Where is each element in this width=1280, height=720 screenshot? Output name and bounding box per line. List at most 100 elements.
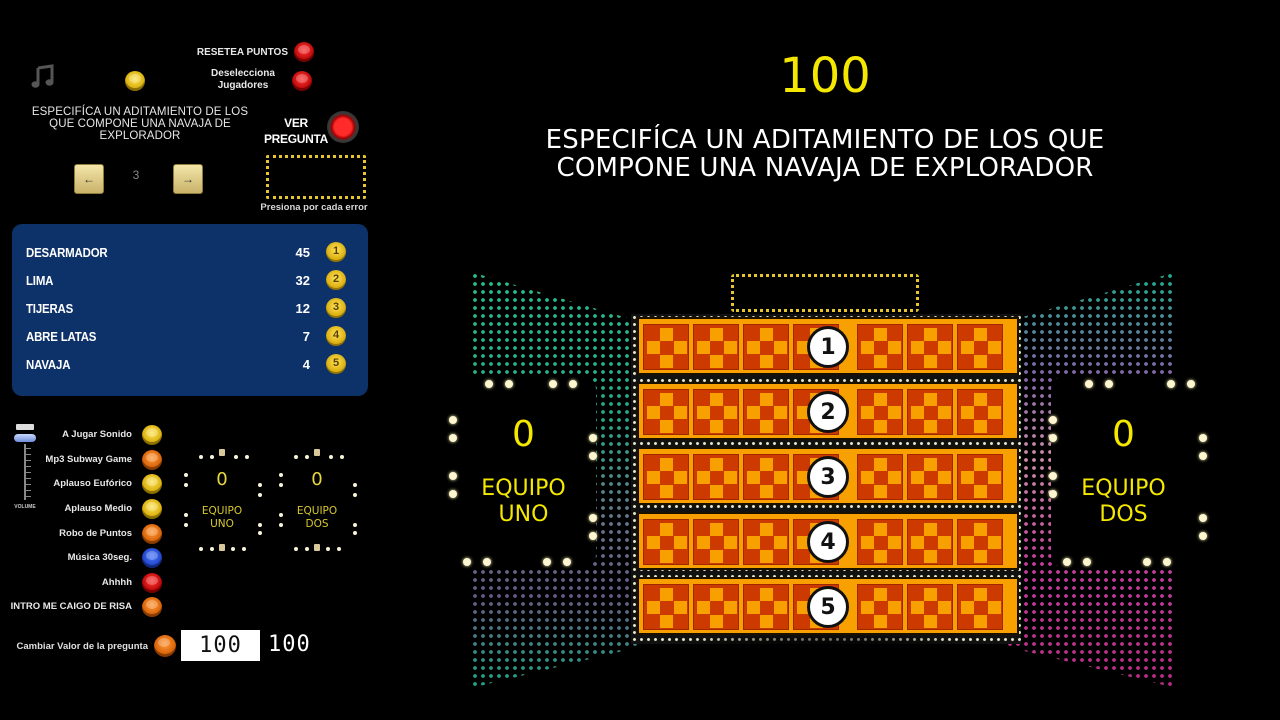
team1-board-score: 0 (512, 414, 535, 455)
sound-label: Robo de Puntos (59, 528, 132, 539)
volume-value-box (16, 424, 34, 430)
sound-aplauso-euforico: Aplauso Eufórico (10, 474, 162, 494)
answer-slot-4[interactable]: 4 (637, 512, 1019, 570)
sound-label: Aplauso Eufórico (53, 478, 132, 489)
slot-number: 1 (807, 326, 849, 368)
answer-slot-3[interactable]: 3 (637, 447, 1019, 505)
sound-button[interactable] (142, 573, 162, 593)
answer-slot-1[interactable]: 1 (637, 317, 1019, 375)
question-line1: ESPECIFÍCA UN ADITAMIENTO DE LOS QUE (545, 125, 1105, 155)
volume-knob[interactable] (14, 434, 36, 442)
volume-track[interactable] (24, 444, 26, 500)
volume-slider[interactable]: VOLUME (12, 424, 38, 514)
sound-mp3-subway: Mp3 Subway Game (10, 450, 162, 470)
music-note-icon[interactable] (30, 64, 56, 90)
answer-row: TIJERAS 12 3 (26, 298, 346, 320)
answer-text: ABRE LATAS (26, 329, 97, 344)
answer-points: 32 (295, 273, 310, 288)
show-question-label: VER PREGUNTA (263, 116, 329, 146)
deselect-players-label: Deselecciona Jugadores (211, 68, 275, 91)
error-strike-button[interactable] (266, 155, 366, 199)
error-caption: Presiona por cada error (260, 202, 368, 213)
sound-musica-30seg: Música 30seg. (10, 548, 162, 568)
team1-score: 0 (216, 469, 228, 490)
team2-board-name-line2: DOS (1099, 502, 1148, 527)
team2-score: 0 (311, 469, 323, 490)
slot-number: 2 (807, 391, 849, 433)
show-question-button[interactable] (327, 111, 359, 143)
slot-number: 5 (807, 586, 849, 628)
answer-text: TIJERAS (26, 301, 74, 316)
question-preview: ESPECIFÍCA UN ADITAMIENTO DE LOS QUE COM… (31, 106, 249, 142)
slot-number: 4 (807, 521, 849, 563)
team1-board-name-line2: UNO (498, 502, 549, 527)
mini-scoreboard-team2: 0 EQUIPO DOS (272, 443, 362, 553)
team2-board-name: EQUIPO DOS (1051, 476, 1196, 528)
sound-button[interactable] (142, 597, 162, 617)
sound-a-jugar: A Jugar Sonido (10, 425, 162, 445)
reveal-answer-button[interactable]: 3 (326, 298, 346, 318)
arrow-left-icon: ← (83, 172, 95, 186)
answer-points: 45 (295, 245, 310, 260)
sound-intro: INTRO ME CAIGO DE RISA (10, 597, 162, 617)
sound-robo-puntos: Robo de Puntos (10, 524, 162, 544)
team1-name: EQUIPO UNO (177, 505, 267, 531)
answer-row: LIMA 32 2 (26, 270, 346, 292)
sound-button[interactable] (142, 499, 162, 519)
sound-button[interactable] (142, 474, 162, 494)
next-question-button[interactable]: → (173, 164, 203, 194)
arrow-right-icon: → (182, 172, 194, 186)
question-index: 3 (132, 168, 140, 182)
mini-scoreboard-team1: 0 EQUIPO UNO (177, 443, 267, 553)
slot-number: 3 (807, 456, 849, 498)
team2-scoreboard: 0 EQUIPO DOS (1049, 376, 1207, 568)
sound-button[interactable] (142, 425, 162, 445)
team1-name-line2: UNO (210, 518, 234, 530)
sound-label: Mp3 Subway Game (45, 454, 132, 465)
game-board: 1 2 3 4 5 0 EQUIPO UNO (449, 272, 1207, 720)
answer-row: ABRE LATAS 7 4 (26, 326, 346, 348)
sound-button[interactable] (142, 450, 162, 470)
answer-row: NAVAJA 4 5 (26, 354, 346, 376)
sound-label: Ahhhh (101, 577, 132, 588)
volume-label: VOLUME (14, 504, 36, 510)
sound-label: Aplauso Medio (64, 503, 132, 514)
answer-points: 7 (302, 329, 310, 344)
reveal-answer-button[interactable]: 1 (326, 242, 346, 262)
answer-slot-5[interactable]: 5 (637, 577, 1019, 635)
team1-board-name: EQUIPO UNO (451, 476, 596, 528)
sound-label: A Jugar Sonido (62, 429, 132, 440)
answer-text: LIMA (26, 273, 54, 288)
team2-board-score: 0 (1112, 414, 1135, 455)
play-music-button[interactable] (125, 71, 145, 91)
answer-text: DESARMADOR (26, 245, 108, 260)
round-points: 100 (779, 48, 871, 104)
sound-label: Música 30seg. (67, 552, 132, 563)
deselect-players-button[interactable] (292, 71, 312, 91)
sound-label: INTRO ME CAIGO DE RISA (10, 601, 132, 612)
reveal-answer-button[interactable]: 5 (326, 354, 346, 374)
question-value-input[interactable] (181, 630, 260, 661)
reveal-answer-button[interactable]: 4 (326, 326, 346, 346)
change-value-label: Cambiar Valor de la pregunta (16, 641, 148, 652)
answers-panel: DESARMADOR 45 1 LIMA 32 2 TIJERAS 12 3 A… (12, 224, 368, 396)
prev-question-button[interactable]: ← (74, 164, 104, 194)
sound-button[interactable] (142, 524, 162, 544)
answer-slot-2[interactable]: 2 (637, 382, 1019, 440)
reset-points-label: RESETEA PUNTOS (196, 47, 288, 58)
team2-name: EQUIPO DOS (272, 505, 362, 531)
team2-name-line1: EQUIPO (296, 505, 338, 517)
question-value-display: 100 (268, 632, 311, 657)
reveal-answer-button[interactable]: 2 (326, 270, 346, 290)
change-value-button[interactable] (154, 635, 176, 657)
team1-scoreboard: 0 EQUIPO UNO (449, 376, 597, 568)
reset-points-button[interactable] (294, 42, 314, 62)
answer-text: NAVAJA (26, 357, 71, 372)
answer-row: DESARMADOR 45 1 (26, 242, 346, 264)
answer-points: 4 (302, 357, 310, 372)
sound-button[interactable] (142, 548, 162, 568)
question-title: ESPECIFÍCA UN ADITAMIENTO DE LOS QUE COM… (480, 126, 1170, 182)
sound-aplauso-medio: Aplauso Medio (10, 499, 162, 519)
team1-board-name-line1: EQUIPO (481, 476, 566, 501)
sound-ahhhh: Ahhhh (10, 573, 162, 593)
